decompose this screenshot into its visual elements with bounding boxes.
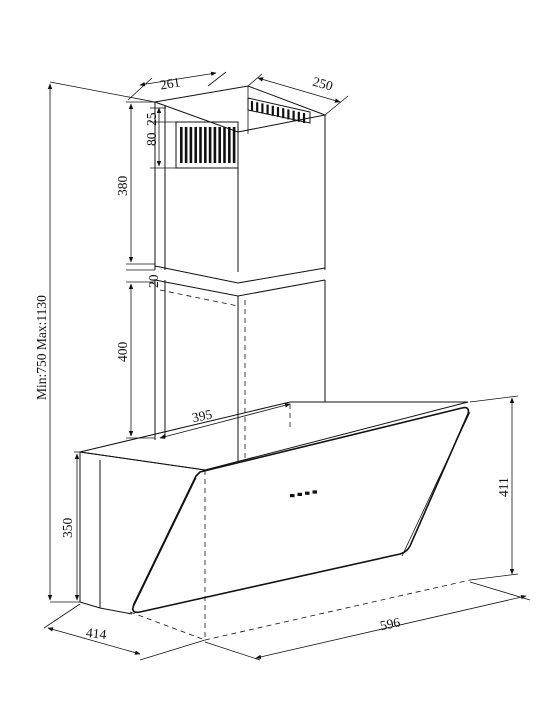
dim-label: 596 — [379, 614, 402, 633]
dimension-380: 380 — [115, 101, 155, 265]
dim-label: 80 — [144, 132, 159, 146]
dim-label: 395 — [191, 406, 214, 425]
dim-label: 350 — [60, 518, 75, 539]
control-panel — [290, 490, 317, 498]
dim-label: 380 — [115, 176, 130, 197]
vent-slot — [180, 127, 183, 163]
vent-slot — [208, 127, 212, 163]
dim-label: 25 — [144, 112, 159, 126]
vent-slots-right — [247, 97, 311, 124]
dimension-596: 596 — [204, 581, 531, 661]
dimension-350: 350 — [60, 451, 80, 601]
dim-label: 411 — [496, 477, 511, 497]
indicator-dot — [305, 491, 310, 495]
indicator-lights — [290, 490, 317, 498]
dimension-261: 261 — [127, 71, 227, 101]
dim-label: 261 — [159, 74, 182, 92]
vent-slot — [213, 127, 217, 163]
indicator-dot — [312, 490, 317, 494]
dim-label: 250 — [311, 74, 335, 94]
dimension-250: 250 — [247, 73, 349, 116]
vent-slots-left — [175, 121, 239, 169]
dimension-400: 400 — [115, 283, 155, 439]
dim-label: 400 — [115, 342, 130, 363]
vent-slot — [204, 127, 207, 163]
dimension-411: 411 — [469, 395, 519, 581]
glass-panel — [131, 406, 471, 614]
vent-slot — [184, 127, 188, 163]
dimension-total-height: Min:750 Max:1130 — [34, 81, 156, 603]
vent-slot — [228, 127, 231, 163]
dim-label: 20 — [146, 274, 161, 288]
dimension-395: 395 — [159, 403, 291, 439]
indicator-dot — [297, 492, 302, 496]
dim-label: Min:750 Max:1130 — [34, 295, 49, 400]
vent-slot — [189, 127, 193, 163]
vent-slot — [232, 127, 236, 163]
vent-slot — [223, 127, 226, 163]
vent-slot — [199, 127, 202, 163]
vent-slot — [194, 127, 197, 163]
dimension-20: 20 — [126, 269, 161, 288]
dimension-414: 414 — [43, 603, 206, 661]
indicator-dot — [290, 494, 295, 498]
vent-slot — [218, 127, 221, 163]
dim-label: 414 — [85, 625, 107, 642]
dimension-25-80: 80 25 — [144, 107, 176, 169]
